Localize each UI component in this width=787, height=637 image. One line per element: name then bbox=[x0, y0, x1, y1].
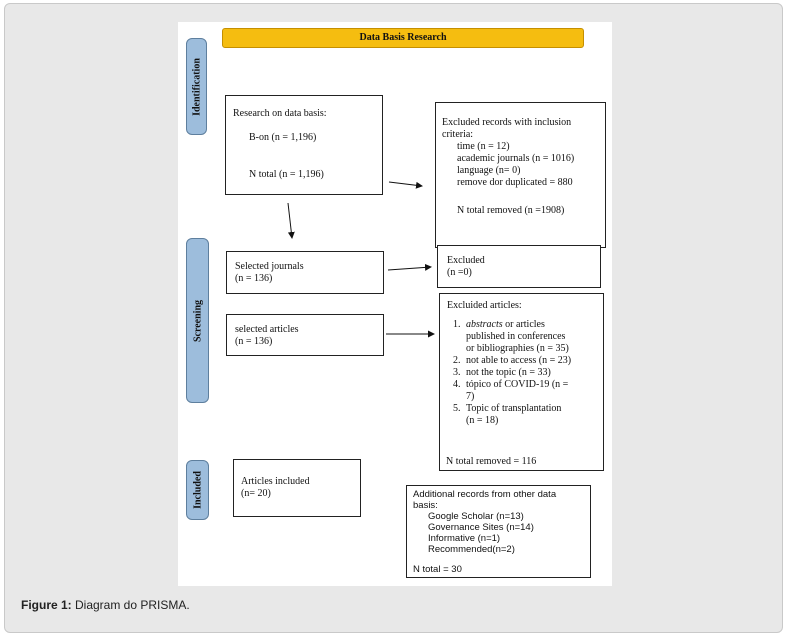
list-text: published in conferences bbox=[466, 331, 566, 342]
list-item: Google Scholar (n=13) bbox=[428, 511, 524, 522]
side-included: Included bbox=[186, 460, 209, 520]
excluded-articles-total: N total removed = 116 bbox=[446, 456, 537, 467]
articles-included-line2: (n= 20) bbox=[241, 488, 271, 499]
list-number: 3. bbox=[453, 367, 461, 378]
caption-label: Figure 1: bbox=[21, 598, 72, 612]
list-item: remove dor duplicated = 880 bbox=[457, 177, 573, 188]
selected-journals-line1: Selected journals bbox=[235, 261, 304, 272]
side-screening-label: Screening bbox=[192, 299, 203, 342]
excluded-records-title: Excluded records with inclusion criteria… bbox=[442, 117, 571, 141]
list-item: time (n = 12) bbox=[457, 141, 510, 152]
side-screening: Screening bbox=[186, 238, 209, 403]
excluded-line1: Excluded bbox=[447, 255, 485, 266]
articles-included-line1: Articles included bbox=[241, 476, 310, 487]
banner: Data Basis Research bbox=[222, 28, 584, 48]
list-item: Governance Sites (n=14) bbox=[428, 522, 534, 533]
selected-journals-line2: (n = 136) bbox=[235, 273, 273, 284]
excluded-line2: (n =0) bbox=[447, 267, 472, 278]
excluded-articles-list: 1. abstracts or articles published in co… bbox=[453, 319, 603, 427]
list-item: Recommended(n=2) bbox=[428, 544, 515, 555]
list-text: (n = 18) bbox=[466, 415, 499, 426]
excluded-records-total: N total removed (n =1908) bbox=[457, 205, 565, 216]
list-text: Topic of transplantation bbox=[466, 403, 562, 414]
additional-list: Google Scholar (n=13) Governance Sites (… bbox=[428, 511, 534, 555]
list-item: 5. Topic of transplantation (n = 18) bbox=[453, 403, 603, 427]
additional-line2: basis: bbox=[413, 500, 438, 511]
excluded-records-title-line2: criteria: bbox=[442, 129, 474, 140]
list-item: language (n= 0) bbox=[457, 165, 521, 176]
excluded-records-box: Excluded records with inclusion criteria… bbox=[435, 102, 606, 248]
additional-total: N total = 30 bbox=[413, 564, 462, 575]
figure-caption: Figure 1: Diagram do PRISMA. bbox=[21, 598, 190, 612]
excluded-articles-box: Excluided articles: 1. abstracts or arti… bbox=[439, 293, 604, 471]
list-number: 5. bbox=[453, 403, 461, 414]
list-number: 1. bbox=[453, 319, 461, 330]
articles-included-box: Articles included (n= 20) bbox=[233, 459, 361, 517]
emphasis: abstracts bbox=[466, 319, 503, 330]
additional-line1: Additional records from other data bbox=[413, 489, 557, 500]
list-text: or bibliographies (n = 35) bbox=[466, 343, 569, 354]
arrow-journals-to-excluded bbox=[387, 263, 432, 271]
list-text: not the topic (n = 33) bbox=[466, 367, 551, 378]
research-total: N total (n = 1,196) bbox=[249, 169, 324, 180]
side-identification-label: Identification bbox=[191, 57, 202, 116]
research-title: Research on data basis: bbox=[233, 108, 327, 119]
list-text: or articles bbox=[502, 319, 545, 330]
list-text: not able to access (n = 23) bbox=[466, 355, 572, 366]
list-number: 4. bbox=[453, 379, 461, 390]
list-item: 2. not able to access (n = 23) bbox=[453, 355, 603, 367]
list-item: Informative (n=1) bbox=[428, 533, 501, 544]
additional-records-box: Additional records from other data basis… bbox=[406, 485, 591, 578]
side-identification: Identification bbox=[186, 38, 207, 135]
list-item: 3. not the topic (n = 33) bbox=[453, 367, 603, 379]
research-box: Research on data basis: B-on (n = 1,196)… bbox=[225, 95, 383, 195]
excluded-box: Excluded (n =0) bbox=[437, 245, 601, 288]
list-text: tópico of COVID-19 (n = bbox=[466, 379, 569, 390]
caption-text: Diagram do PRISMA. bbox=[71, 598, 190, 612]
excluded-articles-title: Excluided articles: bbox=[447, 300, 522, 311]
selected-journals-box: Selected journals (n = 136) bbox=[226, 251, 384, 294]
arrow-research-to-excluded bbox=[388, 181, 423, 189]
excluded-records-list: time (n = 12) academic journals (n = 101… bbox=[457, 141, 574, 189]
selected-articles-box: selected articles (n = 136) bbox=[226, 314, 384, 356]
prisma-diagram: Data Basis Research Identification Scree… bbox=[178, 22, 612, 586]
research-bon: B-on (n = 1,196) bbox=[249, 132, 317, 143]
list-number: 2. bbox=[453, 355, 461, 366]
list-item: 1. abstracts or articles published in co… bbox=[453, 319, 603, 355]
list-text: 7) bbox=[466, 391, 475, 402]
list-item: 4. tópico of COVID-19 (n = 7) bbox=[453, 379, 603, 403]
selected-articles-line1: selected articles bbox=[235, 324, 299, 335]
list-item: academic journals (n = 1016) bbox=[457, 153, 575, 164]
side-included-label: Included bbox=[192, 471, 203, 509]
selected-articles-line2: (n = 136) bbox=[235, 336, 273, 347]
excluded-records-title-line1: Excluded records with inclusion bbox=[442, 117, 572, 128]
arrow-research-to-journals bbox=[287, 202, 295, 239]
